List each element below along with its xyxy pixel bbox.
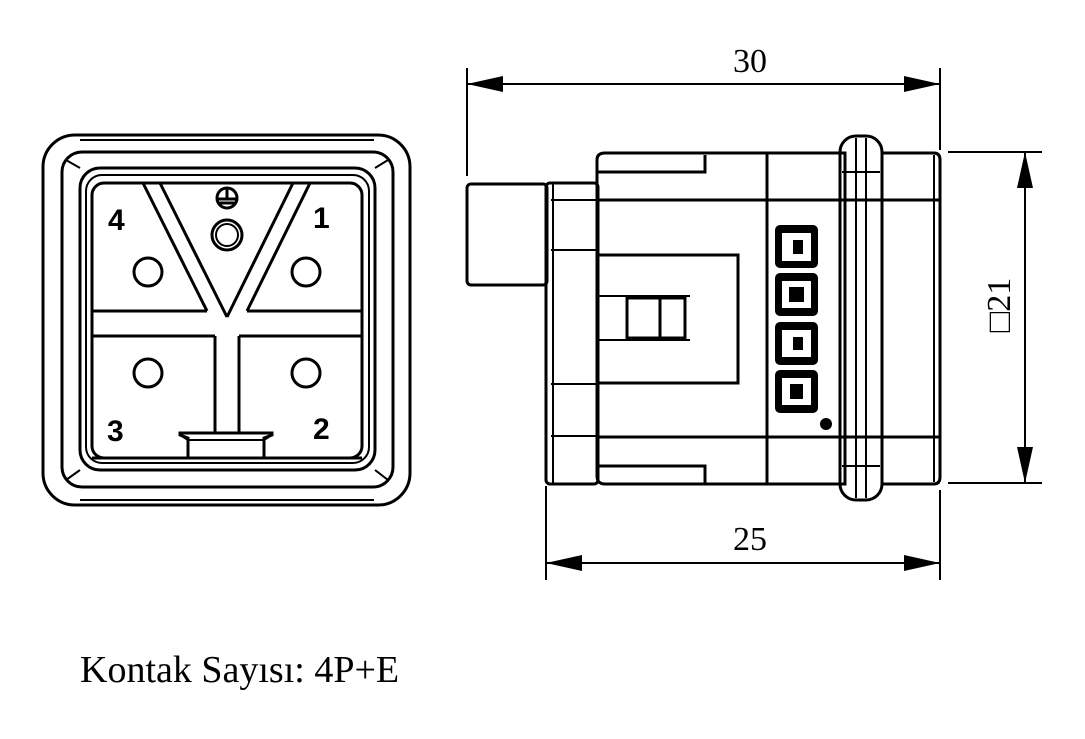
earth-contact [210,218,244,252]
connector-body [595,151,847,486]
contact-4 [132,256,164,288]
dimension-25-label: 25 [733,521,767,558]
dimension-21: □21 [948,151,1042,484]
front-view: 4 1 3 2 [41,133,412,507]
sews-logo [775,225,818,413]
key-notch [92,431,362,460]
insert-face [90,181,364,460]
dimension-25: 25 [545,486,941,580]
dimension-30: 30 [466,43,941,176]
rear-housing [882,151,942,486]
dimension-21-label: □21 [981,278,1018,333]
contact-2 [290,357,322,389]
dimension-30-label: 30 [733,43,767,80]
contact-1 [290,256,322,288]
cable-stub [465,182,549,287]
earth-ground-icon [215,186,239,210]
contact-label-1: 1 [313,202,330,235]
flange [838,134,884,502]
latch [597,253,740,385]
seal-outline [60,150,395,489]
registered-mark-icon [820,418,832,430]
outer-housing [41,133,412,507]
latch-window [625,296,687,340]
contact-label-2: 2 [313,413,330,446]
contact-3 [132,357,164,389]
contact-count-caption: Kontak Sayısı: 4P+E [80,649,400,691]
side-view [465,134,942,502]
contact-label-3: 3 [107,415,124,448]
contact-label-4: 4 [108,204,125,237]
